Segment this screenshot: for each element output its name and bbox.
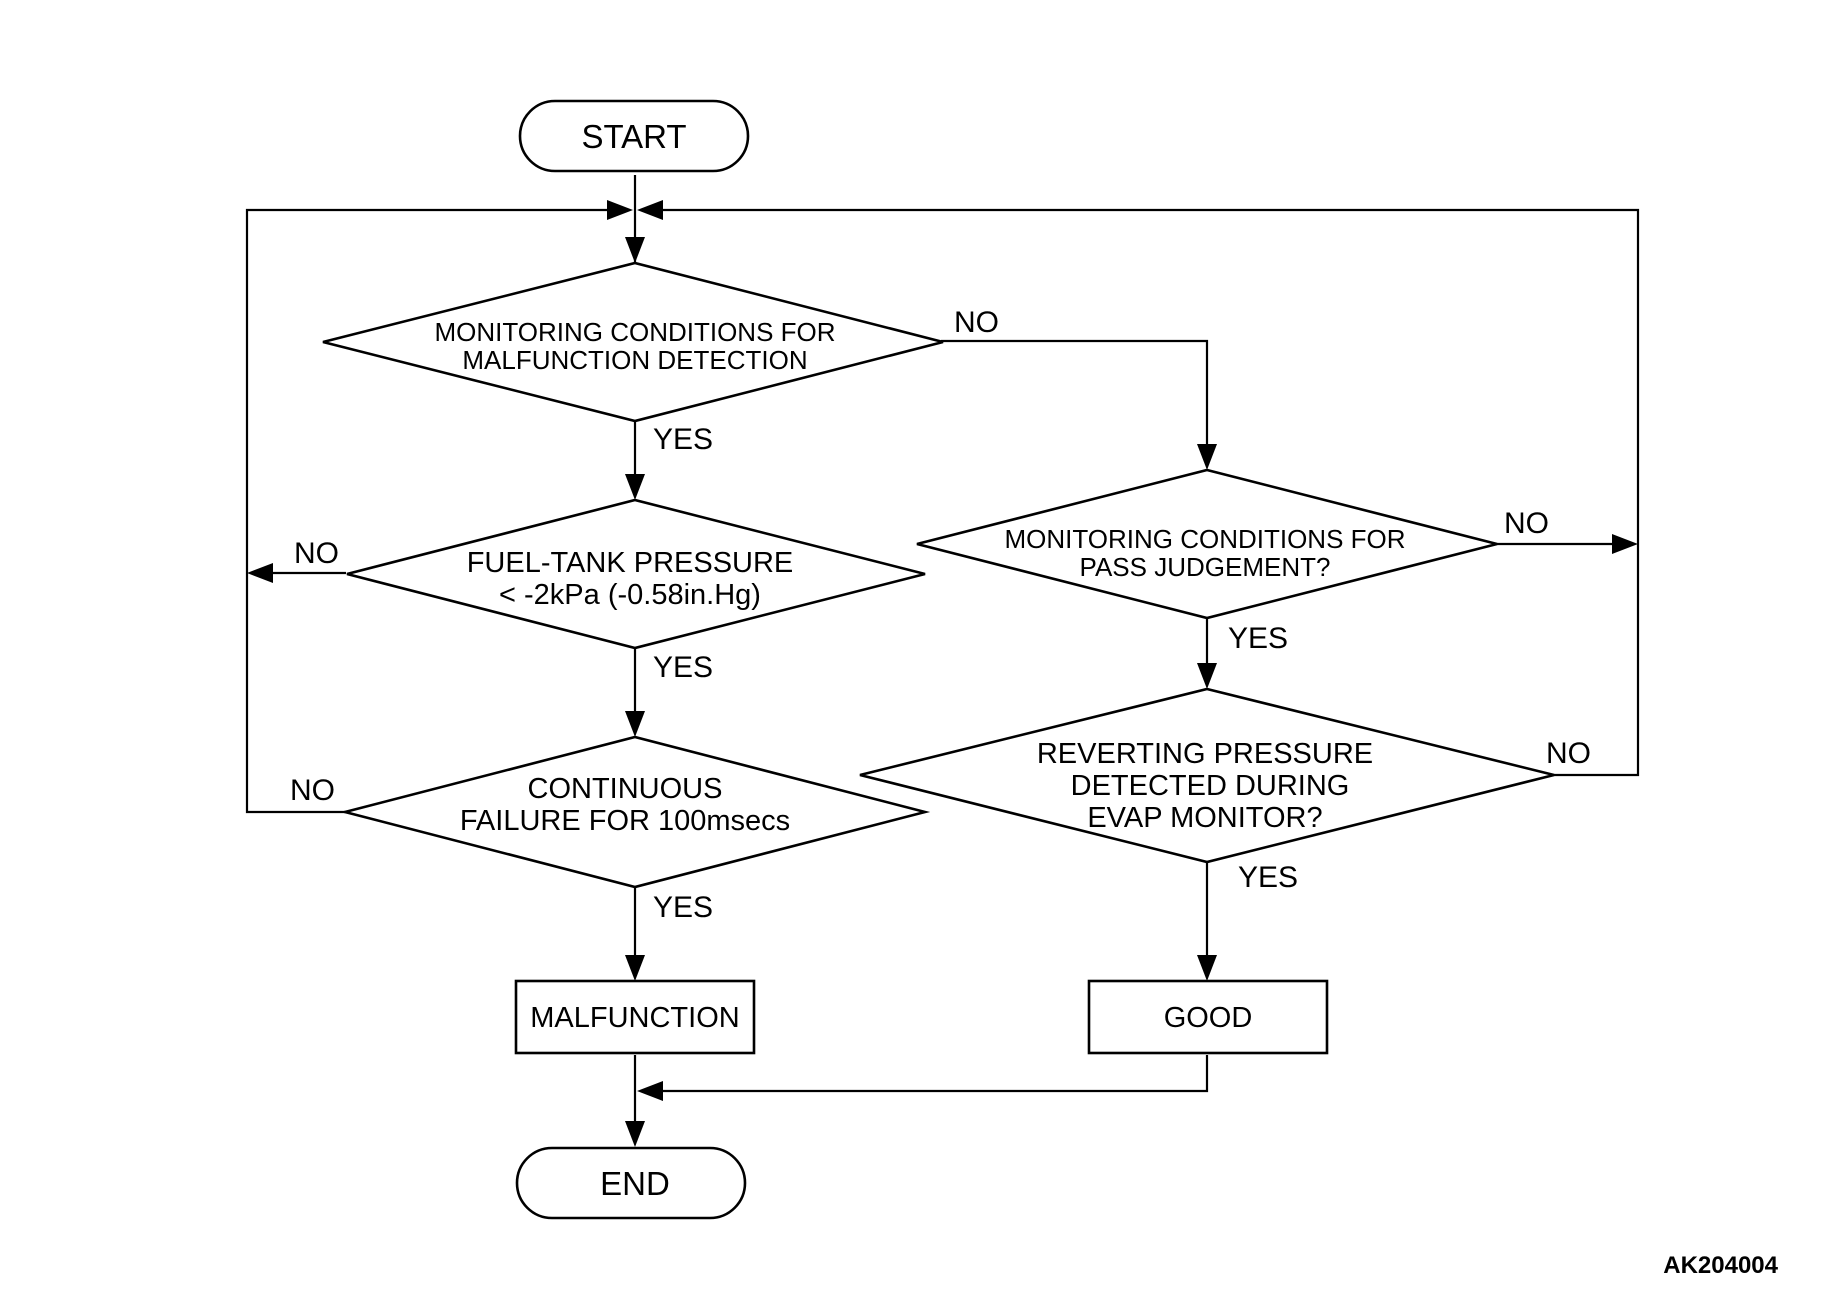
connector-left-loop — [245, 208, 612, 814]
decision-fuel-tank-pressure: FUEL-TANK PRESSURE < -2kPa (-0.58in.Hg) — [346, 498, 926, 650]
malfunction-box: MALFUNCTION — [514, 979, 756, 1055]
decision-fuel-tank-pressure-line-2: < -2kPa (-0.58in.Hg) — [499, 579, 761, 611]
decision-continuous-failure-line-2: FAILURE FOR 100msecs — [460, 805, 790, 837]
arrowhead-to-pass-judgement — [1197, 444, 1217, 470]
arrowhead-good-merge — [637, 1081, 663, 1101]
label-yes-malfunction-conditions: YES — [653, 423, 713, 456]
decision-reverting-pressure-line-1: REVERTING PRESSURE — [1037, 738, 1373, 770]
end-terminal: END — [515, 1146, 747, 1220]
arrowheads — [247, 200, 1638, 1147]
decision-monitoring-malfunction-line-1: MONITORING CONDITIONS FOR — [434, 317, 835, 347]
arrowhead-right-loop-merge — [637, 200, 663, 220]
arrowhead-fuel-no-to-left — [247, 563, 273, 583]
arrowhead-to-end — [625, 1121, 645, 1147]
arrowhead-to-decision-1 — [625, 237, 645, 263]
arrowhead-to-good — [1197, 955, 1217, 981]
arrowhead-pass-no-to-right — [1612, 534, 1638, 554]
arrowhead-left-loop-merge — [607, 200, 633, 220]
decision-monitoring-malfunction: MONITORING CONDITIONS FOR MALFUNCTION DE… — [322, 261, 944, 423]
end-label: END — [600, 1165, 670, 1202]
arrowhead-to-reverting — [1197, 663, 1217, 689]
connector-malfunction-no-to-pass — [941, 339, 1209, 455]
decision-fuel-tank-pressure-line-1: FUEL-TANK PRESSURE — [467, 547, 794, 579]
arrowhead-to-malfunction — [625, 955, 645, 981]
good-box: GOOD — [1087, 979, 1329, 1055]
good-label: GOOD — [1164, 1002, 1253, 1034]
decision-reverting-pressure-line-3: EVAP MONITOR? — [1087, 802, 1322, 834]
decision-monitoring-pass: MONITORING CONDITIONS FOR PASS JUDGEMENT… — [916, 468, 1498, 620]
arrowhead-to-decision-2 — [625, 474, 645, 500]
decision-continuous-failure: CONTINUOUS FAILURE FOR 100msecs — [339, 735, 931, 889]
figure-id: AK204004 — [1663, 1252, 1778, 1279]
label-no-continuous-failure: NO — [290, 774, 335, 807]
connector-right-loop — [658, 208, 1640, 777]
label-no-pass-judgement: NO — [1504, 507, 1549, 540]
label-yes-continuous-failure: YES — [653, 891, 713, 924]
label-yes-fuel-tank-pressure: YES — [653, 651, 713, 684]
label-no-reverting-pressure: NO — [1546, 737, 1591, 770]
decision-continuous-failure-line-1: CONTINUOUS — [528, 773, 723, 805]
label-yes-pass-judgement: YES — [1228, 622, 1288, 655]
label-no-malfunction-conditions: NO — [954, 306, 999, 339]
edge-labels: NO YES NO YES NO YES NO YES NO YES — [290, 306, 1591, 924]
arrowhead-to-decision-3 — [625, 711, 645, 737]
label-yes-reverting-pressure: YES — [1238, 861, 1298, 894]
malfunction-label: MALFUNCTION — [530, 1002, 739, 1034]
decision-reverting-pressure-line-2: DETECTED DURING — [1071, 770, 1350, 802]
connector-good-to-end — [658, 1055, 1209, 1093]
connectors — [245, 175, 1640, 1128]
decision-monitoring-pass-line-1: MONITORING CONDITIONS FOR — [1004, 524, 1405, 554]
decision-monitoring-malfunction-line-2: MALFUNCTION DETECTION — [462, 345, 807, 375]
start-label: START — [581, 118, 686, 155]
label-no-fuel-tank-pressure: NO — [294, 537, 339, 570]
start-terminal: START — [518, 99, 750, 173]
decision-monitoring-pass-line-2: PASS JUDGEMENT? — [1080, 552, 1331, 582]
decision-reverting-pressure: REVERTING PRESSURE DETECTED DURING EVAP … — [859, 687, 1555, 864]
